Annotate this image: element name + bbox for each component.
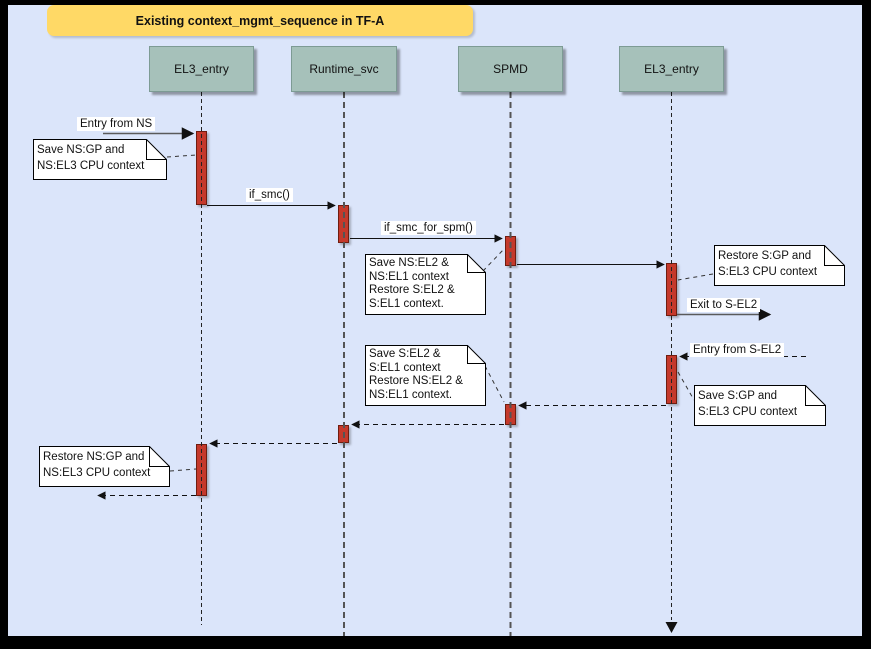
- note-restore-s-gp: Restore S:GP and S:EL3 CPU context: [714, 245, 845, 286]
- diagram-canvas: [8, 5, 862, 636]
- activation-runtime-svc-1: [338, 205, 349, 243]
- actor-label: Runtime_svc: [309, 62, 379, 76]
- note-save-ns-gp: Save NS:GP and NS:EL3 CPU context: [33, 139, 167, 180]
- note-text: Save S:GP and S:EL3 CPU context: [698, 390, 798, 418]
- actor-label: EL3_entry: [644, 62, 699, 76]
- activation-el3-entry-right-2: [666, 355, 677, 404]
- note-shape: [33, 139, 167, 180]
- note-save-ns-el2: Save NS:EL2 & NS:EL1 context Restore S:E…: [365, 254, 486, 315]
- actor-label: SPMD: [493, 62, 528, 76]
- note-shape: [365, 345, 486, 406]
- activation-spmd-1: [505, 236, 516, 266]
- actor-el3-entry-right: EL3_entry: [619, 46, 724, 92]
- actor-runtime-svc: Runtime_svc: [291, 46, 397, 92]
- message-label-if-smc-for-spm: if_smc_for_spm(): [381, 221, 476, 235]
- activation-runtime-svc-2: [338, 425, 349, 443]
- note-save-s-el2: Save S:EL2 & S:EL1 context Restore NS:EL…: [365, 345, 486, 406]
- actor-label: EL3_entry: [174, 62, 229, 76]
- note-shape: [39, 446, 170, 487]
- diagram-title: Existing context_mgmt_sequence in TF-A: [135, 13, 385, 28]
- note-shape: [365, 254, 486, 315]
- note-save-s-gp: Save S:GP and S:EL3 CPU context: [694, 385, 826, 426]
- activation-el3-entry-right-1: [666, 263, 677, 316]
- activation-el3-entry-left-1: [196, 131, 207, 205]
- message-label-if-smc: if_smc(): [246, 188, 293, 202]
- note-text: Restore S:GP and S:EL3 CPU context: [718, 250, 818, 278]
- note-shape: [694, 385, 826, 426]
- message-label-entry-from-s-el2: Entry from S-EL2: [690, 343, 785, 357]
- title-banner: Existing context_mgmt_sequence in TF-A: [47, 5, 473, 36]
- actor-spmd: SPMD: [458, 46, 563, 92]
- activation-el3-entry-left-2: [196, 444, 207, 496]
- note-text: Save NS:EL2 & NS:EL1 context Restore S:E…: [369, 257, 455, 311]
- note-text: Save NS:GP and NS:EL3 CPU context: [37, 144, 145, 172]
- note-text: Save S:EL2 & S:EL1 context Restore NS:EL…: [369, 348, 463, 402]
- message-label-entry-from-ns: Entry from NS: [77, 117, 156, 131]
- note-shape: [714, 245, 845, 286]
- message-label-exit-to-s-el2: Exit to S-EL2: [687, 298, 761, 312]
- note-restore-ns-gp: Restore NS:GP and NS:EL3 CPU context: [39, 446, 170, 487]
- activation-spmd-2: [505, 404, 516, 425]
- actor-el3-entry-left: EL3_entry: [149, 46, 254, 92]
- note-text: Restore NS:GP and NS:EL3 CPU context: [43, 451, 151, 479]
